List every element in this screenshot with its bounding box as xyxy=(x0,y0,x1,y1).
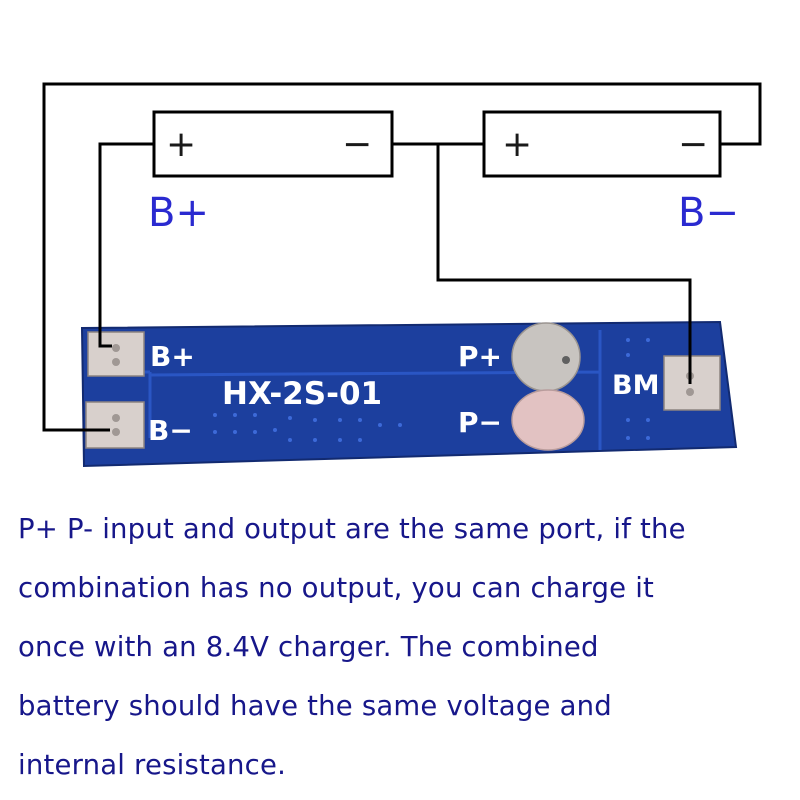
pad-b-minus xyxy=(85,401,145,449)
silk-label-p-plus: P+ xyxy=(458,340,502,373)
caption-line: once with an 8.4V charger. The combined xyxy=(18,631,599,663)
caption-line: combination has no output, you can charg… xyxy=(18,572,655,604)
pad-bm xyxy=(663,355,721,411)
silk-label-bm: BM xyxy=(612,370,659,401)
caption: P+ P- input and output are the same port… xyxy=(18,500,788,795)
caption-line: internal resistance. xyxy=(18,749,287,781)
cell-right-minus-sign: − xyxy=(678,124,708,165)
pad-p-plus xyxy=(511,322,581,392)
caption-line: P+ P- input and output are the same port… xyxy=(18,513,686,545)
via-dots xyxy=(213,338,650,442)
pad-p-plus-dot xyxy=(562,356,570,364)
caption-line: battery should have the same voltage and xyxy=(18,690,612,722)
silk-label-b-plus: B+ xyxy=(150,340,195,373)
board-model-label: HX-2S-01 xyxy=(222,376,382,412)
cell-left-plus-sign: + xyxy=(166,124,196,165)
pad-p-minus xyxy=(511,389,585,451)
cell-right-plus-sign: + xyxy=(502,124,532,165)
cell-left-minus-sign: − xyxy=(342,124,372,165)
wires xyxy=(42,82,762,432)
silk-label-p-minus: P− xyxy=(458,406,502,439)
battery-cell-left: + − xyxy=(152,110,394,178)
terminal-label-b-plus: B+ xyxy=(148,190,209,236)
terminal-label-b-minus: B− xyxy=(678,190,739,236)
wire-bm xyxy=(436,144,692,384)
silk-label-b-minus: B− xyxy=(148,414,193,447)
wire-b-plus xyxy=(98,142,154,348)
pad-b-plus xyxy=(87,331,145,377)
wire-b-minus xyxy=(42,82,762,432)
battery-cell-right: + − xyxy=(482,110,722,178)
